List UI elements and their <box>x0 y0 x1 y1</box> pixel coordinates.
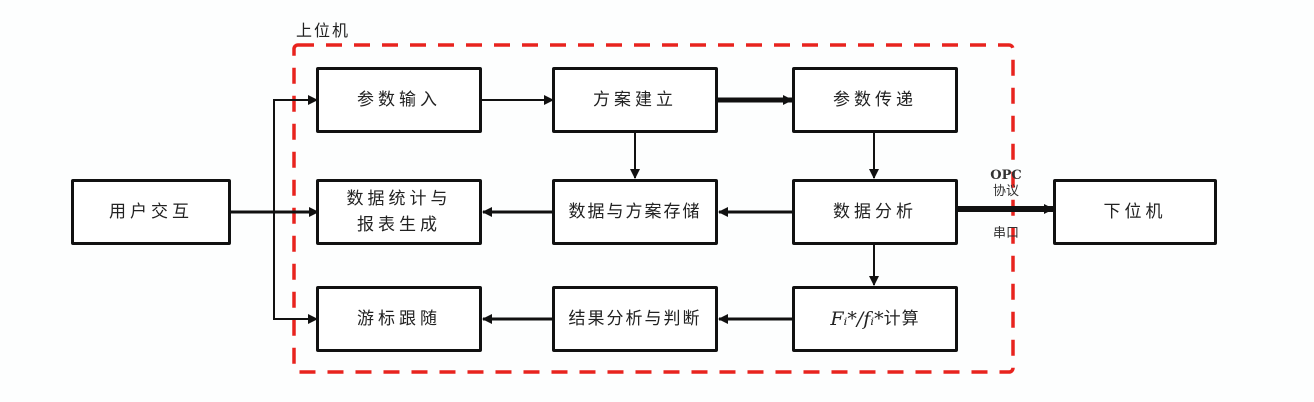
node-lower-machine-label: 下位机 <box>1103 202 1167 222</box>
node-calc[interactable]: Fᵢ*/fᵢ* 计算 <box>792 286 958 352</box>
node-user-interaction[interactable]: 用户交互 <box>71 179 231 245</box>
opc-protocol-label: OPC 协议 <box>982 168 1030 200</box>
upper-machine-label: 上位机 <box>296 21 351 40</box>
node-lower-machine[interactable]: 下位机 <box>1053 179 1217 245</box>
node-data-scheme-storage-label: 数据与方案存储 <box>568 202 702 222</box>
node-param-input-label: 参数输入 <box>357 90 441 110</box>
node-param-transfer-label: 参数传递 <box>833 90 917 110</box>
protocol-label: 协议 <box>992 184 1019 199</box>
opc-label: OPC <box>990 168 1022 183</box>
node-scheme-setup-label: 方案建立 <box>593 90 677 110</box>
node-data-statistics[interactable]: 数据统计与 报表生成 <box>316 179 482 245</box>
node-param-input[interactable]: 参数输入 <box>316 67 482 133</box>
node-data-analysis[interactable]: 数据分析 <box>792 179 958 245</box>
node-data-scheme-storage[interactable]: 数据与方案存储 <box>552 179 718 245</box>
node-data-analysis-label: 数据分析 <box>833 202 917 222</box>
node-result-analysis-label: 结果分析与判断 <box>568 309 702 329</box>
node-calc-suffix: 计算 <box>883 309 920 329</box>
node-scheme-setup[interactable]: 方案建立 <box>552 67 718 133</box>
node-cursor-tracking[interactable]: 游标跟随 <box>316 286 482 352</box>
node-result-analysis[interactable]: 结果分析与判断 <box>552 286 718 352</box>
node-data-statistics-line1: 数据统计与 <box>346 189 452 209</box>
serial-port-label: 串口 <box>992 226 1019 241</box>
node-data-statistics-line2: 报表生成 <box>357 215 441 235</box>
node-param-transfer[interactable]: 参数传递 <box>792 67 958 133</box>
node-calc-formula: Fᵢ*/fᵢ* <box>830 308 884 330</box>
node-cursor-tracking-label: 游标跟随 <box>357 309 441 329</box>
node-user-interaction-label: 用户交互 <box>109 202 193 222</box>
